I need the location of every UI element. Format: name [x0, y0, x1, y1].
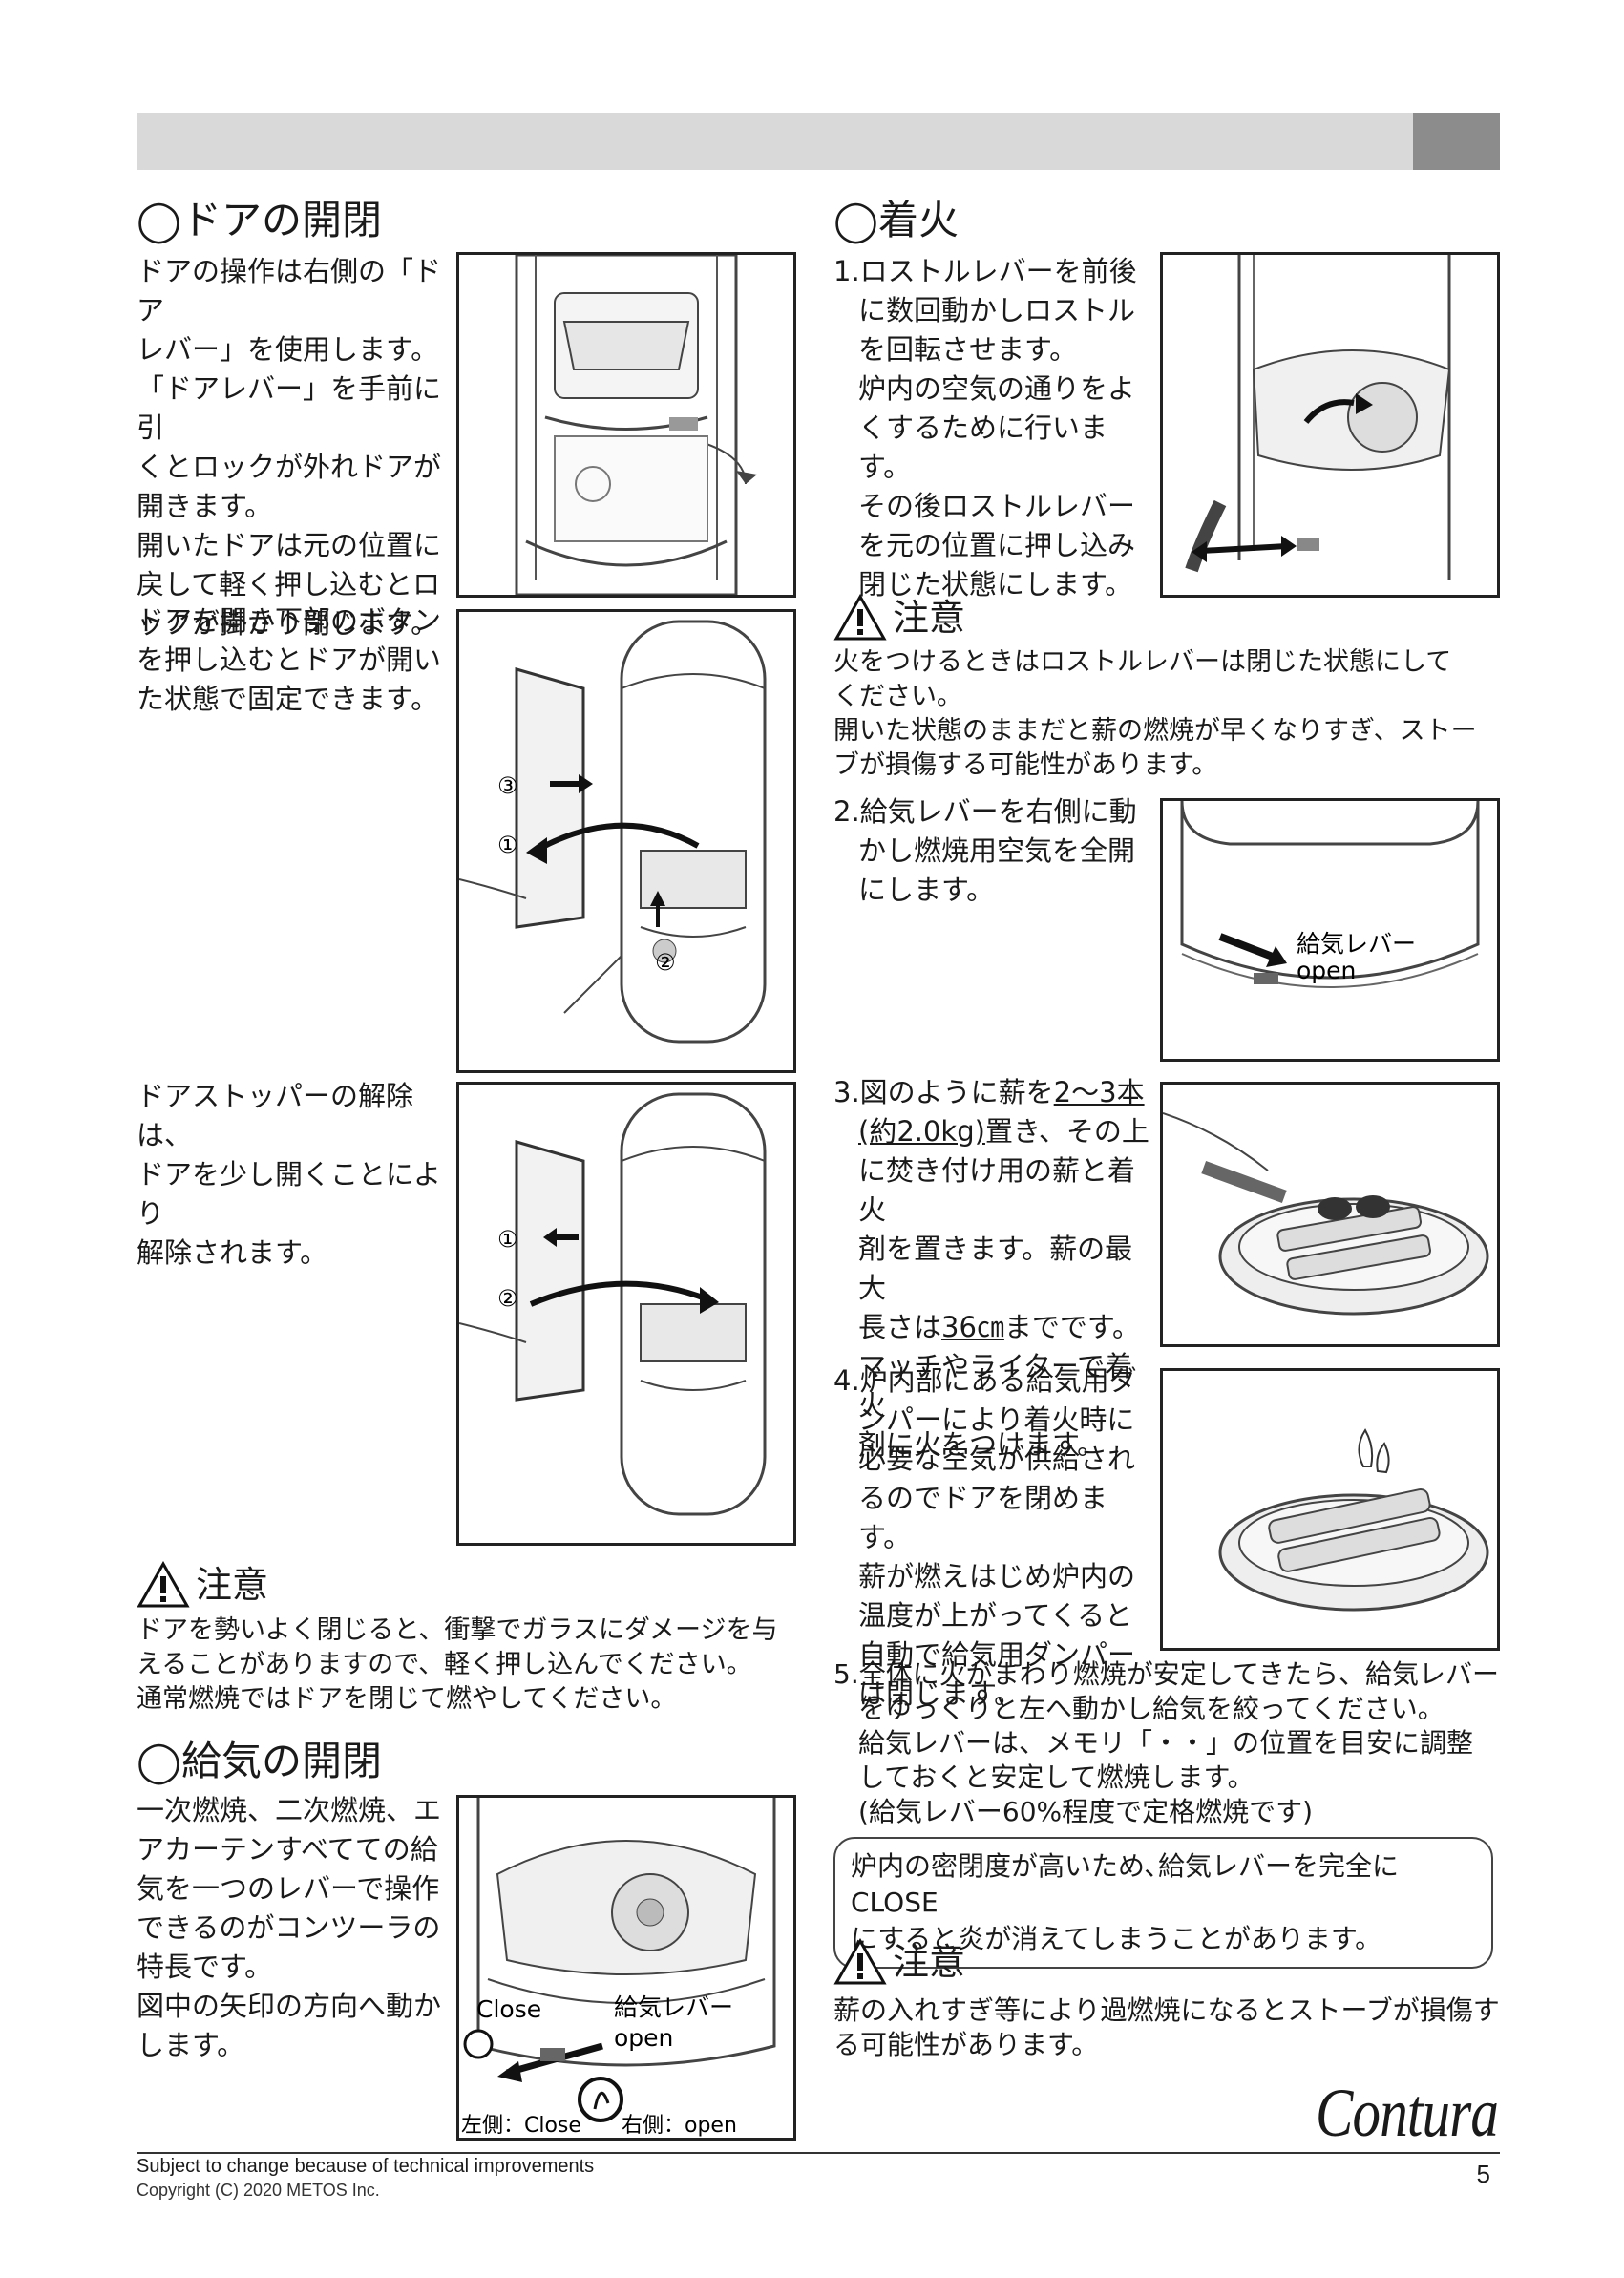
ignition-step-4: 4.炉内部にある給気用ダ ンパーにより着火時に 必要な空気が供給され るのでドア… — [833, 1364, 1137, 1710]
fig2-step-3: ③ — [497, 772, 518, 799]
fire-burning-figure — [1160, 1368, 1500, 1651]
ignition-step-1: 1.ロストルレバーを前後 に数回動かしロストル を回転させます。 炉内の空気の通… — [833, 255, 1137, 601]
air-fig-left-caption: 左側：Close — [461, 2114, 581, 2138]
ignition-warning-text: 火をつけるときはロストルレバーは閉じた状態にしてください。 開いた状態のままだと… — [833, 647, 1477, 780]
ignition-warning-heading: 注意 — [833, 594, 965, 642]
footer-disclaimer: Subject to change because of technical i… — [137, 2156, 595, 2177]
air-section-title: ◯給気の開閉 — [137, 1738, 383, 1784]
page-number: 5 — [1476, 2160, 1490, 2188]
air-fig-open-label: open — [614, 2024, 673, 2052]
contura-logo: Contura — [1315, 2075, 1499, 2151]
door-stopper-figure: ① ② — [456, 1082, 796, 1546]
grate-lever-figure — [1160, 252, 1500, 598]
ignition-section-title: ◯着火 — [833, 197, 960, 243]
note-box: 炉内の密閉度が高いため､給気レバーを完全にCLOSE にすると炎が消えてしまうこ… — [833, 1837, 1493, 1969]
air-fig-lever-label: 給気レバー — [614, 1993, 733, 2021]
door-section-title: ◯ドアの開閉 — [137, 197, 383, 243]
warning-icon — [137, 1561, 190, 1608]
door-lever-figure — [456, 252, 796, 598]
open-fig-open-label: open — [1297, 957, 1356, 984]
fig3-step-1: ① — [497, 1226, 518, 1253]
air-section-text: 一次燃焼、二次燃焼、エアカーテンすべてての給気を一つのレバーで操作 できるのがコ… — [137, 1794, 442, 2061]
ignition-warning2-heading: 注意 — [833, 1938, 965, 1986]
air-lever-open-figure: 給気レバー open — [1160, 798, 1500, 1062]
air-fig-right-caption: 右側：open — [622, 2114, 737, 2138]
door-open-figure: ③ ① ② — [456, 609, 796, 1073]
firewood-figure — [1160, 1082, 1500, 1347]
footer-copyright: Copyright (C) 2020 METOS Inc. — [137, 2181, 380, 2200]
header-bar — [137, 113, 1500, 170]
door-warning-heading: 注意 — [137, 1561, 268, 1609]
door-para-1: ドアの操作は右側の「ドアレバー」を使用します。 「ドアレバー」を手前に引くとロッ… — [137, 255, 442, 640]
door-para-3: ドアストッパーの解除は、ドアを少し開くことにより解除されます。 — [137, 1080, 442, 1269]
door-para-2: ドアを開き下部のボタンを押し込むとドアが開いた状態で固定できます。 — [137, 604, 442, 715]
fig2-step-2: ② — [655, 949, 676, 976]
door-warning-text: ドアを勢いよく閉じると、衝撃でガラスにダメージを与えることがありますので、軽く押… — [137, 1615, 778, 1714]
ignition-step-2: 2.給気レバーを右側に動 かし燃焼用空気を全開 にします。 — [833, 795, 1137, 906]
air-fig-close-label: Close — [476, 1995, 541, 2023]
warning-icon — [833, 1938, 887, 1985]
ignition-warning2-text: 薪の入れすぎ等により過燃焼になるとストーブが損傷する可能性があります。 — [833, 1994, 1500, 2060]
warning-icon — [833, 594, 887, 641]
air-lever-figure: Close 給気レバー open 左側：Close 右側：open — [456, 1795, 796, 2141]
fig2-step-1: ① — [497, 832, 518, 858]
ignition-step-5: 5.全体に火がまわり燃焼が安定してきたら、給気レバー をゆっくりと左へ動かし給気… — [833, 1658, 1500, 1827]
ignition-step-3: 3.図のように薪を2〜3本 (約2.0kg)置き、その上 に焚き付け用の薪と着火… — [833, 1076, 1149, 1461]
fig3-step-2: ② — [497, 1285, 518, 1312]
open-fig-lever-label: 給気レバー — [1297, 930, 1416, 958]
footer-divider — [137, 2152, 1500, 2154]
header-tab — [1413, 113, 1500, 170]
